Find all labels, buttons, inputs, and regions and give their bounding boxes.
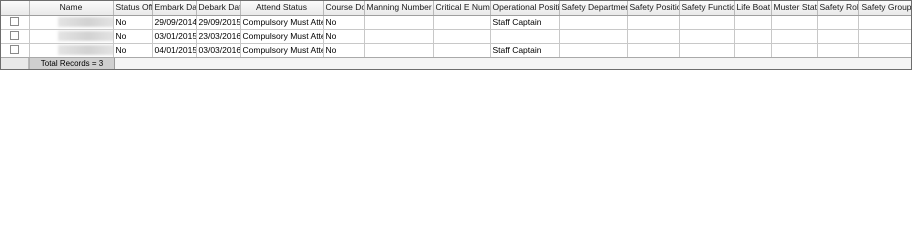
cell-manning-number	[364, 43, 434, 58]
records-table: Name Status Off Embark Date Debark Date …	[1, 1, 911, 58]
row-select-cell[interactable]	[1, 29, 30, 44]
grid-footer: Total Records = 3	[1, 57, 911, 69]
column-header-operational-position[interactable]: Operational Position	[490, 1, 560, 16]
table-row[interactable]: No 03/01/2015 23/03/2016 Compulsory Must…	[1, 29, 911, 44]
cell-muster-station	[771, 43, 818, 58]
cell-status-off: No	[113, 29, 153, 44]
column-header-select[interactable]	[1, 1, 30, 16]
cell-name	[29, 43, 114, 58]
row-checkbox[interactable]	[10, 45, 20, 55]
cell-safety-position	[627, 29, 680, 44]
cell-status-off: No	[113, 43, 153, 58]
column-header-safety-role[interactable]: Safety Role	[817, 1, 859, 16]
cell-safety-role	[817, 43, 859, 58]
cell-embark-date: 29/09/2014	[152, 15, 197, 30]
redacted-name	[57, 31, 112, 42]
cell-operational-position: Staff Captain	[490, 15, 560, 30]
cell-course-done: No	[323, 29, 365, 44]
cell-safety-department	[559, 15, 628, 30]
row-checkbox[interactable]	[10, 17, 20, 27]
cell-status-off: No	[113, 15, 153, 30]
cell-safety-position	[627, 43, 680, 58]
cell-muster-station	[771, 29, 818, 44]
cell-course-done: No	[323, 43, 365, 58]
cell-life-boat	[734, 43, 772, 58]
column-header-status-off[interactable]: Status Off	[113, 1, 153, 16]
column-header-safety-position[interactable]: Safety Position	[627, 1, 680, 16]
cell-safety-department	[559, 43, 628, 58]
cell-critical-e-number	[433, 29, 491, 44]
cell-attend-status: Compulsory Must Attend	[240, 15, 324, 30]
cell-embark-date: 03/01/2015	[152, 29, 197, 44]
column-header-safety-department[interactable]: Safety Department	[559, 1, 628, 16]
cell-muster-station	[771, 15, 818, 30]
header-row: Name Status Off Embark Date Debark Date …	[1, 1, 911, 16]
column-header-manning-number[interactable]: Manning Number @	[364, 1, 434, 16]
column-header-debark-date[interactable]: Debark Date	[196, 1, 241, 16]
cell-safety-position	[627, 15, 680, 30]
column-header-critical-e-number[interactable]: Critical E Number	[433, 1, 491, 16]
cell-safety-group	[858, 29, 911, 44]
cell-debark-date: 03/03/2016	[196, 43, 241, 58]
column-header-name[interactable]: Name	[29, 1, 114, 16]
cell-critical-e-number	[433, 43, 491, 58]
cell-safety-function	[679, 29, 735, 44]
cell-safety-group	[858, 15, 911, 30]
table-row[interactable]: No 29/09/2014 29/09/2015 Compulsory Must…	[1, 15, 911, 30]
cell-critical-e-number	[433, 15, 491, 30]
cell-debark-date: 23/03/2016	[196, 29, 241, 44]
cell-safety-department	[559, 29, 628, 44]
cell-safety-function	[679, 43, 735, 58]
cell-safety-function	[679, 15, 735, 30]
cell-operational-position: Staff Captain	[490, 43, 560, 58]
cell-name	[29, 15, 114, 30]
row-checkbox[interactable]	[10, 31, 20, 41]
cell-safety-role	[817, 29, 859, 44]
row-select-cell[interactable]	[1, 15, 30, 30]
table-row[interactable]: No 04/01/2015 03/03/2016 Compulsory Must…	[1, 43, 911, 58]
column-header-attend-status[interactable]: Attend Status	[240, 1, 324, 16]
column-header-life-boat[interactable]: Life Boat	[734, 1, 772, 16]
column-header-safety-group[interactable]: Safety Group	[858, 1, 911, 16]
data-grid: Name Status Off Embark Date Debark Date …	[0, 0, 912, 70]
cell-safety-group	[858, 43, 911, 58]
footer-select-cell	[1, 58, 29, 69]
cell-attend-status: Compulsory Must Attend	[240, 43, 324, 58]
redacted-name	[57, 17, 112, 28]
cell-manning-number	[364, 15, 434, 30]
column-header-embark-date[interactable]: Embark Date	[152, 1, 197, 16]
cell-name	[29, 29, 114, 44]
column-header-safety-function[interactable]: Safety Function	[679, 1, 735, 16]
redacted-name	[57, 45, 112, 56]
cell-course-done: No	[323, 15, 365, 30]
cell-life-boat	[734, 29, 772, 44]
column-header-muster-station[interactable]: Muster Station	[771, 1, 818, 16]
total-records-label: Total Records = 3	[29, 58, 115, 69]
column-header-course-done[interactable]: Course Done	[323, 1, 365, 16]
cell-attend-status: Compulsory Must Attend	[240, 29, 324, 44]
cell-safety-role	[817, 15, 859, 30]
cell-embark-date: 04/01/2015	[152, 43, 197, 58]
row-select-cell[interactable]	[1, 43, 30, 58]
cell-manning-number	[364, 29, 434, 44]
cell-life-boat	[734, 15, 772, 30]
cell-operational-position	[490, 29, 560, 44]
cell-debark-date: 29/09/2015	[196, 15, 241, 30]
